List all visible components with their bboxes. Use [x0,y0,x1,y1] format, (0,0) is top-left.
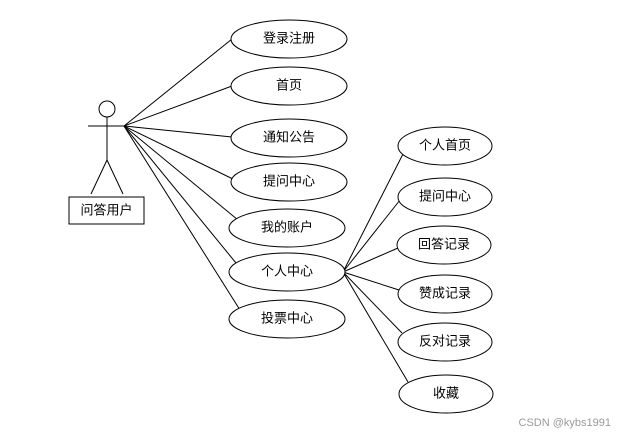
sub-use-case-p-home: 个人首页 [397,126,493,166]
sub-use-case-p-dislikes-label: 反对记录 [419,335,471,350]
sub-use-case-p-answers: 回答记录 [396,225,492,265]
connector-p-ask [342,199,401,273]
use-case-notice-label: 通知公告 [263,130,315,146]
use-case-home-label: 首页 [276,79,302,94]
sub-use-case-p-home-label: 个人首页 [419,139,471,154]
actor-label-box [68,196,145,225]
personal-connectors [342,151,409,383]
use-case-account: 我的账户 [228,208,346,248]
actor-label: 问答用户 [80,203,132,219]
watermark: CSDN @kybs1991 [518,417,611,429]
connector-home [123,85,233,127]
sub-use-case-p-ask: 提问中心 [397,177,493,217]
connector-login [123,38,233,127]
sub-use-case-p-likes-label: 赞成记录 [419,287,471,302]
sub-use-case-p-answers-label: 回答记录 [418,237,470,253]
use-case-ask-label: 提问中心 [263,174,315,190]
sub-use-case-p-likes: 赞成记录 [397,274,493,314]
connector-ask [123,125,236,181]
actor-head [98,100,116,118]
use-case-ask: 提问中心 [230,162,348,202]
connector-account [123,125,239,221]
use-case-login: 登录注册 [230,19,348,59]
use-case-login-label: 登录注册 [263,32,315,47]
use-case-notice: 通知公告 [230,118,348,158]
sub-use-case-p-ask-label: 提问中心 [419,189,471,205]
connector-vote [123,125,241,311]
connector-p-answers [342,247,399,273]
use-case-personal-label: 个人中心 [261,265,313,280]
connector-p-fav [342,271,409,383]
use-case-account-label: 我的账户 [261,220,313,236]
use-case-vote-label: 投票中心 [261,311,313,327]
connector-p-home [342,151,405,273]
connector-p-dislikes [342,271,403,334]
sub-use-case-p-fav: 收藏 [398,374,494,414]
sub-use-case-p-dislikes: 反对记录 [397,322,493,362]
actor-figure [88,100,124,195]
sub-use-case-p-fav-label: 收藏 [433,387,459,402]
actor-left-leg [90,159,108,195]
use-case-personal: 个人中心 [228,252,346,292]
use-case-vote: 投票中心 [228,299,346,339]
use-case-home: 首页 [230,66,348,106]
connector-p-likes [342,271,400,291]
actor-connectors [123,38,241,311]
connector-notice [123,125,233,138]
actor-right-leg [106,159,124,195]
connector-personal [123,125,237,264]
